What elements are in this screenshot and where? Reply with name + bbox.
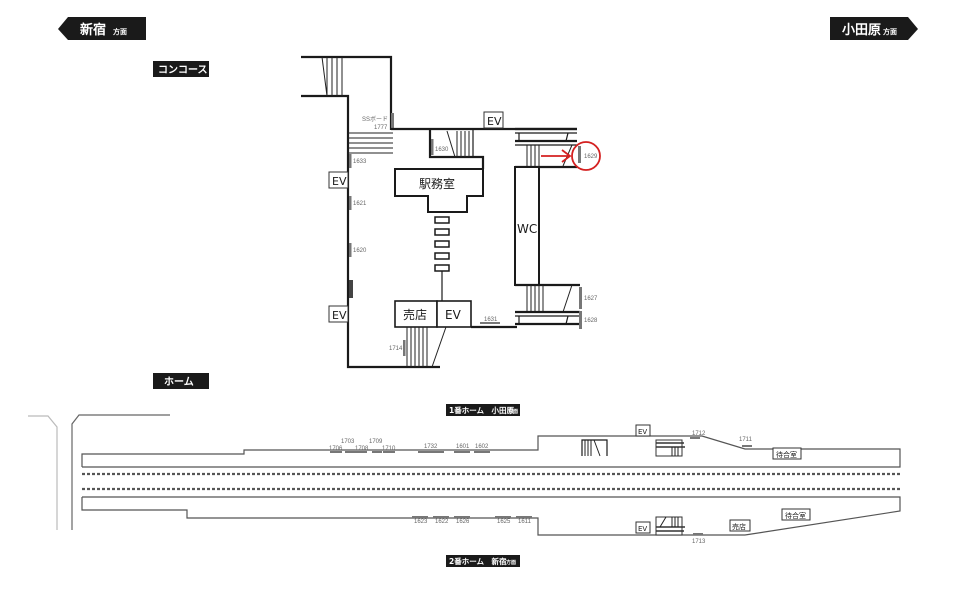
platform2-kiosk-label: 売店 (732, 522, 746, 531)
platform2-ev (635, 521, 651, 534)
stair-top-left (321, 56, 343, 97)
direction-odawara-name: 小田原 (842, 23, 881, 38)
p2-board-1625: 1625 (497, 519, 511, 525)
section-home-label: ホーム (164, 376, 194, 388)
highlighted-board-1629: 1629 (541, 141, 601, 171)
p2-board-1611: 1611 (518, 519, 532, 525)
board-1714-label: 1714 (389, 346, 403, 352)
board-1621-label: 1621 (353, 201, 367, 207)
board-1629-label: 1629 (584, 154, 598, 160)
platform1-waiting-room (772, 447, 802, 460)
platform2-title: 2番ホーム 新宿 (449, 556, 507, 566)
ev-top-label: EV (487, 115, 502, 128)
board-1631-label: 1631 (484, 317, 498, 323)
platform1-title-bg (446, 404, 520, 416)
ev-left-lower-label: EV (332, 309, 347, 322)
ev-top (483, 111, 504, 129)
p1-board-1732: 1732 (424, 444, 438, 450)
stair-office (446, 130, 470, 158)
platform-map: 1番ホーム 小田原 方面 1706 1703 1708 1709 1710 17… (28, 404, 901, 567)
platform2-title-bg (446, 555, 520, 567)
p2-board-1622: 1622 (435, 519, 449, 525)
concourse-map: SSボード 1777 1630 駅務室 EV E (301, 55, 601, 369)
ss-board (391, 113, 394, 129)
ev-center (436, 300, 472, 328)
wc-label: WC (517, 222, 537, 236)
board-1630 (431, 139, 434, 155)
p2-board-1713: 1713 (692, 539, 706, 545)
p1-board-1709: 1709 (369, 439, 383, 445)
p2-board-1626: 1626 (456, 519, 470, 525)
board-1628 (579, 311, 582, 329)
direction-shinjuku-suffix: 方面 (113, 27, 127, 36)
stair-right-bottom (515, 283, 580, 326)
ev-left-upper-label: EV (332, 175, 347, 188)
ev-center-label: EV (445, 308, 462, 322)
ticket-gates (434, 216, 450, 301)
board-1620 (349, 243, 352, 257)
platform1-stair-2 (655, 439, 685, 457)
platform1-ev-label: EV (638, 428, 647, 436)
direction-shinjuku: 新宿 方面 (58, 17, 146, 40)
board-1621 (349, 196, 352, 210)
platform2-suffix: 方面 (506, 559, 516, 566)
board-1627 (579, 287, 582, 309)
p1-board-1708: 1708 (355, 446, 369, 452)
platform1-ev (635, 424, 651, 437)
platform1-boards (330, 437, 752, 453)
section-concourse: コンコース (153, 61, 209, 77)
section-concourse-label: コンコース (158, 64, 208, 76)
ev-left-lower (328, 305, 349, 323)
p1-board-1712: 1712 (692, 431, 706, 437)
section-home: ホーム (153, 373, 209, 389)
ev-left-upper (328, 171, 349, 189)
p1-board-1710: 1710 (382, 446, 396, 452)
board-1628-label: 1628 (584, 318, 598, 324)
direction-odawara: 小田原 方面 (830, 17, 918, 40)
board-1714 (403, 340, 406, 356)
platform2-stair (655, 516, 685, 536)
p1-board-1711: 1711 (739, 437, 753, 443)
direction-shinjuku-name: 新宿 (80, 22, 106, 38)
platform2-waiting-room-label: 待合室 (785, 511, 806, 520)
direction-odawara-suffix: 方面 (883, 27, 897, 36)
platform1-title: 1番ホーム 小田原 (449, 405, 514, 415)
platform2-outline (81, 496, 901, 536)
board-1633 (349, 154, 352, 168)
board-1627-label: 1627 (584, 296, 598, 302)
station-office-label: 駅務室 (419, 176, 455, 191)
stair-right-top (515, 127, 577, 169)
ss-board-number: 1777 (374, 125, 388, 131)
p1-board-1706: 1706 (329, 446, 343, 452)
board-1633-label: 1633 (353, 159, 367, 165)
platform2-ev-label: EV (638, 525, 647, 533)
board-1631 (480, 322, 500, 324)
board-1620-label: 1620 (353, 248, 367, 254)
kiosk-label: 売店 (403, 307, 427, 322)
station-office (394, 168, 484, 213)
platform1-suffix: 方面 (508, 408, 518, 415)
platform2-kiosk (729, 519, 751, 532)
platform1-waiting-room-label: 待合室 (776, 450, 797, 459)
platform1-outline (81, 435, 901, 468)
p2-board-1623: 1623 (414, 519, 428, 525)
platform2-waiting-room (781, 508, 811, 521)
highlight-arrowhead (561, 149, 572, 163)
board-1630-label: 1630 (435, 147, 449, 153)
p1-board-1703: 1703 (341, 439, 355, 445)
ss-board-label: SSボード (362, 115, 388, 123)
p1-board-1601: 1601 (456, 444, 470, 450)
stair-bottom (406, 326, 447, 368)
stair-ss (348, 132, 393, 154)
platform2-boards (412, 516, 703, 535)
p1-board-1602: 1602 (475, 444, 489, 450)
platform1-stair-1 (581, 439, 608, 457)
notice-board (349, 280, 353, 298)
highlight-circle (571, 141, 601, 171)
